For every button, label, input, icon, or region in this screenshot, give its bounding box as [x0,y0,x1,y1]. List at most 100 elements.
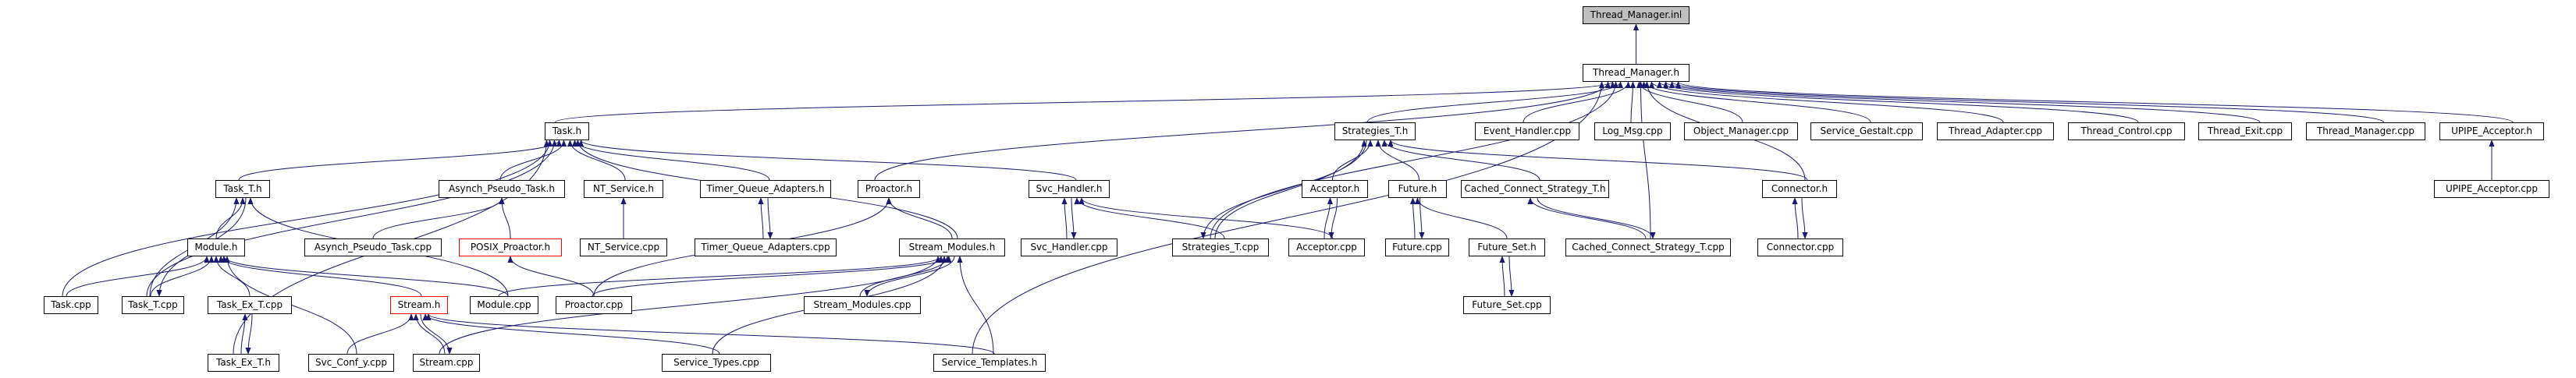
edge-posix-proactor-h-to-asynch-pseudo-task-h [499,197,511,239]
node-asynch-pseudo-task-h[interactable]: Asynch_Pseudo_Task.h [439,180,565,198]
node-thread-exit-cpp[interactable]: Thread_Exit.cpp [2198,122,2292,140]
edge-module-cpp-to-stream-modules-h [498,256,944,297]
node-strategies-t-h[interactable]: Strategies_T.h [1334,122,1416,140]
node-task-cpp[interactable]: Task.cpp [44,296,98,314]
node-upipe-acceptor-cpp[interactable]: UPIPE_Acceptor.cpp [2434,180,2549,198]
node-stream-h[interactable]: Stream.h [390,296,448,314]
edge-service-types-cpp-to-stream-h [422,313,720,355]
node-thread-control-cpp[interactable]: Thread_Control.cpp [2068,122,2185,140]
edge-stream-cpp-to-stream-h [413,313,446,355]
edge-cached-connect-strategy-t-cpp-to-cached-connect-strategy-t-h [1527,197,1647,239]
node-cached-connect-strategy-t-h[interactable]: Cached_Connect_Strategy_T.h [1461,180,1609,198]
edge-thread-exit-cpp-to-thread-manager-h [1663,81,2261,123]
edge-connector-h-to-strategies-t-h [1387,140,1808,181]
node-future-h[interactable]: Future.h [1388,180,1447,198]
node-connector-h[interactable]: Connector.h [1762,180,1837,198]
edge-svc-handler-cpp-to-svc-handler-h [1061,197,1068,239]
node-svc-conf-y-cpp[interactable]: Svc_Conf_y.cpp [308,354,394,372]
edge-cached-connect-strategy-t-h-to-cached-connect-strategy-t-cpp [1537,197,1656,239]
edge-task-cpp-to-module-h [66,256,210,297]
node-timer-queue-adapters-h[interactable]: Timer_Queue_Adapters.h [700,180,831,198]
node-svc-handler-h[interactable]: Svc_Handler.h [1029,180,1110,198]
edge-strategies-t-cpp-to-strategies-t-h [1214,140,1367,239]
edge-service-templates-h-to-stream-modules-h [957,256,994,355]
node-task-t-h[interactable]: Task_T.h [215,180,270,198]
node-object-manager-cpp[interactable]: Object_Manager.cpp [1684,122,1798,140]
node-module-h[interactable]: Module.h [187,238,245,256]
node-task-t-cpp[interactable]: Task_T.cpp [122,296,184,314]
edge-task-t-cpp-to-module-h [150,256,215,297]
edge-connector-h-to-connector-cpp [1801,197,1808,239]
node-event-handler-cpp[interactable]: Event_Handler.cpp [1475,122,1579,140]
node-stream-modules-cpp[interactable]: Stream_Modules.cpp [804,296,921,314]
edge-thread-control-cpp-to-thread-manager-h [1657,81,2139,123]
edge-thread-manager-cpp-to-thread-manager-h [1669,81,2384,123]
node-connector-cpp[interactable]: Connector.cpp [1757,238,1843,256]
edge-stream-h-to-module-h [218,256,422,297]
node-strategies-t-cpp[interactable]: Strategies_T.cpp [1172,238,1269,256]
edge-acceptor-cpp-to-svc-handler-h [1078,197,1334,239]
node-svc-handler-cpp[interactable]: Svc_Handler.cpp [1021,238,1117,256]
edge-svc-handler-h-to-svc-handler-cpp [1071,197,1077,239]
node-acceptor-h[interactable]: Acceptor.h [1302,180,1368,198]
node-future-set-h[interactable]: Future_Set.h [1469,238,1545,256]
edge-future-set-h-to-future-h [1414,197,1508,239]
node-service-templates-h[interactable]: Service_Templates.h [933,354,1046,372]
node-service-gestalt-cpp[interactable]: Service_Gestalt.cpp [1810,122,1923,140]
node-proactor-cpp[interactable]: Proactor.cpp [556,296,632,314]
edge-timer-queue-adapters-h-to-task-h [571,140,770,181]
edge-asynch-pseudo-task-h-to-task-h [499,140,567,181]
node-task-ex-t-cpp[interactable]: Task_Ex_T.cpp [208,296,292,314]
node-timer-queue-adapters-cpp[interactable]: Timer_Queue_Adapters.cpp [695,238,837,256]
node-nt-service-cpp[interactable]: NT_Service.cpp [580,238,667,256]
node-service-types-cpp[interactable]: Service_Types.cpp [662,354,771,372]
edge-future-cpp-to-future-h [1409,197,1416,239]
node-thread-manager-inl: Thread_Manager.inl [1583,6,1690,24]
node-thread-adapter-cpp[interactable]: Thread_Adapter.cpp [1937,122,2054,140]
edge-proactor-cpp-to-posix-proactor-h [507,256,595,297]
edge-task-ex-t-cpp-to-task-ex-t-h [245,313,253,355]
edge-task-ex-t-h-to-task-ex-t-cpp [240,313,248,355]
edge-log-msg-cpp-to-thread-manager-h [1629,81,1636,123]
edge-service-templates-h-to-stream-h [425,313,995,355]
edge-module-h-to-task-t-h [215,197,246,239]
node-thread-manager-cpp[interactable]: Thread_Manager.cpp [2306,122,2425,140]
edge-strategies-t-cpp-to-svc-handler-h [1074,197,1225,239]
node-posix-proactor-h[interactable]: POSIX_Proactor.h [459,238,562,256]
edge-strategies-t-h-to-thread-manager-h [1366,81,1623,123]
node-future-set-cpp[interactable]: Future_Set.cpp [1463,296,1551,314]
edge-service-gestalt-cpp-to-thread-manager-h [1640,81,1871,123]
node-future-cpp[interactable]: Future.cpp [1385,238,1449,256]
node-proactor-h[interactable]: Proactor.h [858,180,920,198]
edge-task-ex-t-cpp-to-module-h [213,256,250,297]
edge-acceptor-h-to-strategies-t-h [1332,140,1373,181]
edge-strategies-t-cpp-to-thread-manager-h [1210,81,1619,239]
edge-svc-conf-y-cpp-to-module-h [224,256,357,355]
edge-future-set-cpp-to-future-set-h [1499,256,1505,297]
node-nt-service-h[interactable]: NT_Service.h [584,180,663,198]
edge-stream-cpp-to-stream-modules-h [439,256,941,355]
node-upipe-acceptor-h[interactable]: UPIPE_Acceptor.h [2439,122,2544,140]
edge-connector-cpp-to-connector-h [1792,197,1799,239]
node-stream-cpp[interactable]: Stream.cpp [413,354,480,372]
node-acceptor-cpp[interactable]: Acceptor.cpp [1288,238,1365,256]
node-cached-connect-strategy-t-cpp[interactable]: Cached_Connect_Strategy_T.cpp [1565,238,1731,256]
edge-object-manager-cpp-to-thread-manager-h [1636,81,1743,123]
edge-acceptor-h-to-acceptor-cpp [1328,197,1338,239]
node-log-msg-cpp[interactable]: Log_Msg.cpp [1594,122,1671,140]
node-task-ex-t-h[interactable]: Task_Ex_T.h [208,354,279,372]
node-module-cpp[interactable]: Module.cpp [470,296,538,314]
edge-timer-queue-adapters-h-to-timer-queue-adapters-cpp [767,197,773,239]
node-task-h[interactable]: Task.h [545,122,589,140]
edge-svc-conf-y-cpp-to-stream-h [346,313,414,355]
edge-cached-connect-strategy-t-h-to-strategies-t-h [1381,140,1540,181]
edge-event-handler-cpp-to-thread-manager-h [1523,81,1632,123]
node-asynch-pseudo-task-cpp[interactable]: Asynch_Pseudo_Task.cpp [304,238,442,256]
edge-task-t-h-to-task-h [238,140,562,181]
edge-stream-h-to-stream-cpp [420,313,453,355]
node-thread-manager-h[interactable]: Thread_Manager.h [1583,64,1690,82]
edge-acceptor-cpp-to-acceptor-h [1324,197,1334,239]
node-stream-modules-h[interactable]: Stream_Modules.h [899,238,1005,256]
edge-stream-modules-h-to-proactor-h [886,197,953,239]
